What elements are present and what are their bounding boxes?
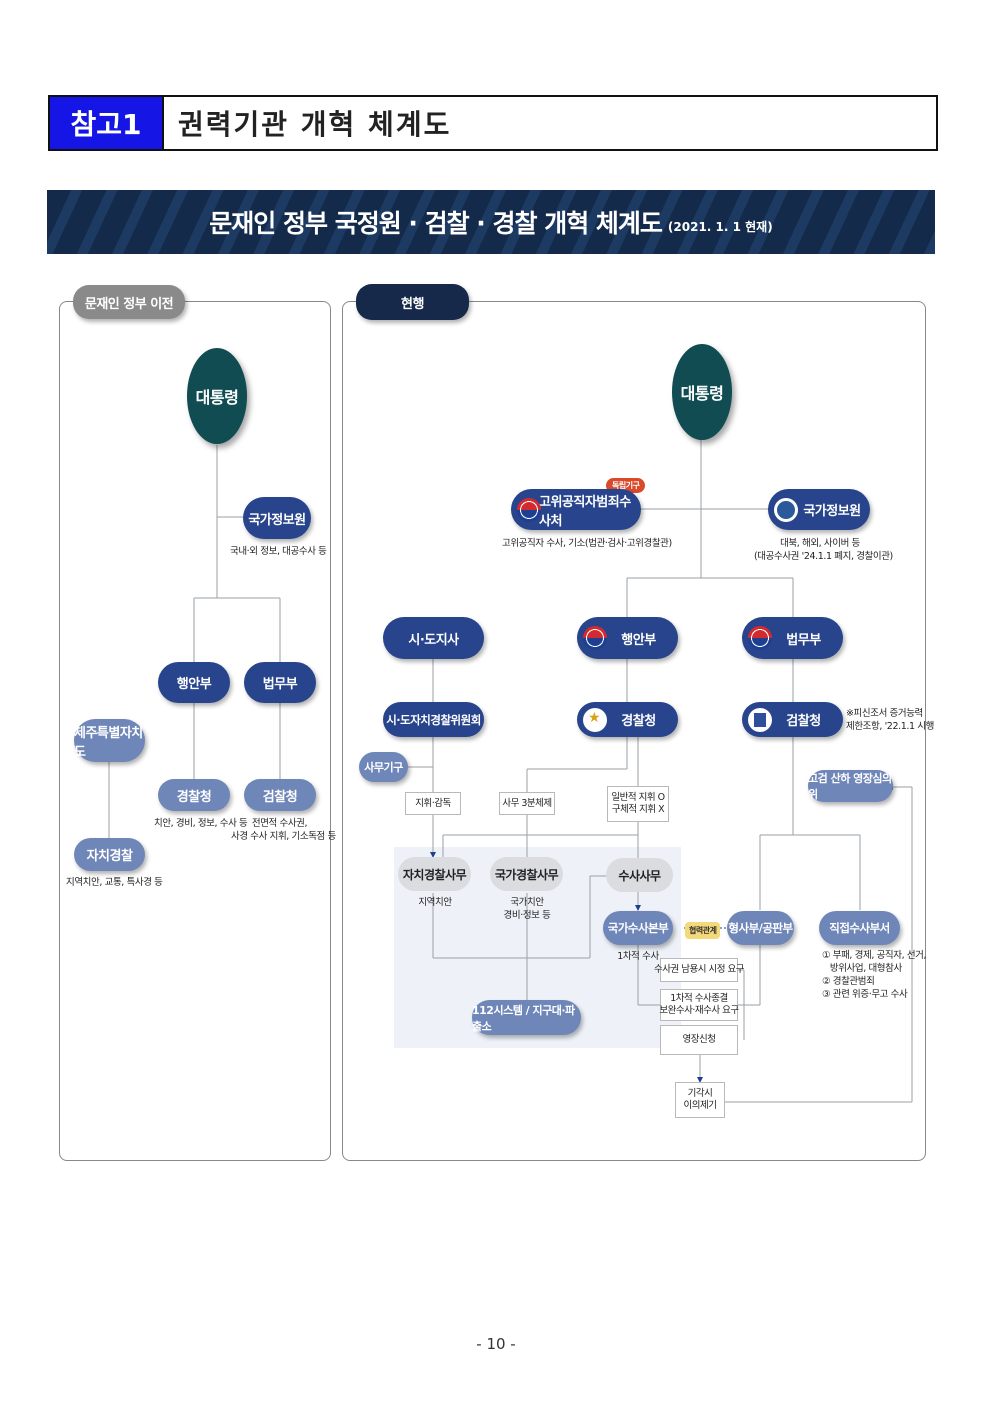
page-number: - 10 - (476, 1335, 516, 1353)
dismiss-box: 기각시 이의제기 (675, 1082, 725, 1118)
cio-label: 고위공직자범죄수사처 (539, 494, 631, 529)
taeguk-emblem-icon (583, 626, 607, 650)
diagram-banner: 문재인 정부 국정원 · 검찰 · 경찰 개혁 체계도 (2021. 1. 1 … (47, 190, 935, 254)
direct-dept-note: ① 부패, 경제, 공직자, 선거, 방위사업, 대형참사 ② 경찰관범죄 ③ … (822, 950, 927, 1000)
warrant-box: 영장신청 (660, 1025, 738, 1055)
left-prosecution-note: 전면적 수사권, 사경 수사 지휘, 기소독점 등 (231, 818, 336, 842)
left-autonomous-police-node: 자치경찰 (74, 838, 145, 871)
right-nis-node: 국가정보원 (768, 489, 870, 530)
first-inv-note: 1차적 수사 (617, 951, 659, 962)
supervise-label: 지휘·감독 (405, 792, 461, 815)
left-nis-node: 국가정보원 (243, 497, 311, 539)
police-emblem-icon (583, 707, 607, 732)
right-moj-node: 법무부 (742, 617, 843, 659)
reference-tag: 참고1 (50, 97, 164, 149)
coop-label: 협력관계 (685, 922, 721, 939)
left-moi-node: 행안부 (158, 662, 230, 703)
nis-emblem-icon (774, 497, 798, 522)
office-node: 사무기구 (359, 752, 408, 782)
abuse-correction-box: 수사권 남용시 시정 요구 (654, 958, 744, 982)
left-jeju-node: 제주특별자치도 (74, 719, 145, 762)
nib-node: 국가수사본부 (603, 911, 673, 945)
auto-work-node: 자치경찰사무 (398, 857, 471, 891)
taeguk-emblem-icon (517, 497, 541, 522)
right-police-node: 경찰청 (577, 702, 678, 737)
left-police-note: 치안, 경비, 정보, 수사 등 (154, 818, 248, 829)
left-police-node: 경찰청 (158, 779, 230, 811)
banner-title: 문재인 정부 국정원 · 검찰 · 경찰 개혁 체계도 (209, 209, 663, 238)
right-nis-label: 국가정보원 (803, 504, 861, 519)
right-moi-node: 행안부 (577, 617, 678, 659)
left-moj-node: 법무부 (244, 662, 316, 703)
split-label: 사무 3분체제 (499, 792, 555, 815)
tab-current: 현행 (356, 284, 469, 320)
banner-date: (2021. 1. 1 현재) (667, 219, 773, 234)
right-police-label: 경찰청 (621, 714, 656, 729)
left-president-node: 대통령 (187, 348, 247, 444)
prosecution-emblem-icon (748, 707, 772, 732)
tab-previous-gov: 문재인 정부 이전 (73, 285, 185, 319)
right-moj-label: 법무부 (786, 632, 821, 648)
command-label: 일반적 지휘 O 구체적 지휘 X (607, 786, 669, 822)
criminal-dept-node: 형사부/공판부 (727, 911, 794, 945)
nat-work-note: 국가치안 경비·정보 등 (503, 897, 551, 921)
right-president-node: 대통령 (672, 344, 732, 440)
left-prosecution-node: 검찰청 (244, 779, 316, 811)
inv-work-node: 수사사무 (606, 858, 673, 892)
right-prosecution-note: ※피신조서 증거능력 제한조항, '22.1.1 시행 (846, 708, 934, 732)
nat-work-node: 국가경찰사무 (490, 857, 563, 891)
governor-node: 시·도지사 (383, 617, 484, 659)
cio-note: 고위공직자 수사, 기소(법관·검사·고위경찰관) (502, 538, 672, 549)
committee-node: 시·도자치경찰위원회 (383, 702, 484, 737)
system112-node: 112시스템 / 지구대·파출소 (472, 1000, 581, 1035)
right-prosecution-node: 검찰청 (742, 702, 843, 737)
left-autonomous-police-note: 지역치안, 교통, 특사경 등 (66, 877, 163, 888)
direct-dept-node: 직접수사부서 (819, 911, 900, 945)
left-nis-note: 국내·외 정보, 대공수사 등 (230, 546, 327, 557)
cio-node: 고위공직자범죄수사처 (511, 489, 641, 530)
left-panel (59, 301, 331, 1161)
taeguk-emblem-icon (748, 626, 772, 650)
right-panel (342, 301, 926, 1161)
right-moi-label: 행안부 (621, 632, 656, 648)
right-nis-note: 대북, 해외, 사이버 등 (대공수사권 '24.1.1 폐지, 경찰이관) (754, 538, 893, 562)
review-committee-node: 고검 산하 영장심의위 (808, 770, 893, 802)
right-prosecution-label: 검찰청 (786, 714, 821, 729)
page-title: 권력기관 개혁 체계도 (178, 108, 452, 141)
reference-header: 참고1 권력기관 개혁 체계도 (48, 95, 938, 151)
closing-box: 1차적 수사종결 보완수사·재수사 요구 (659, 989, 739, 1021)
auto-work-note: 지역치안 (418, 897, 452, 908)
